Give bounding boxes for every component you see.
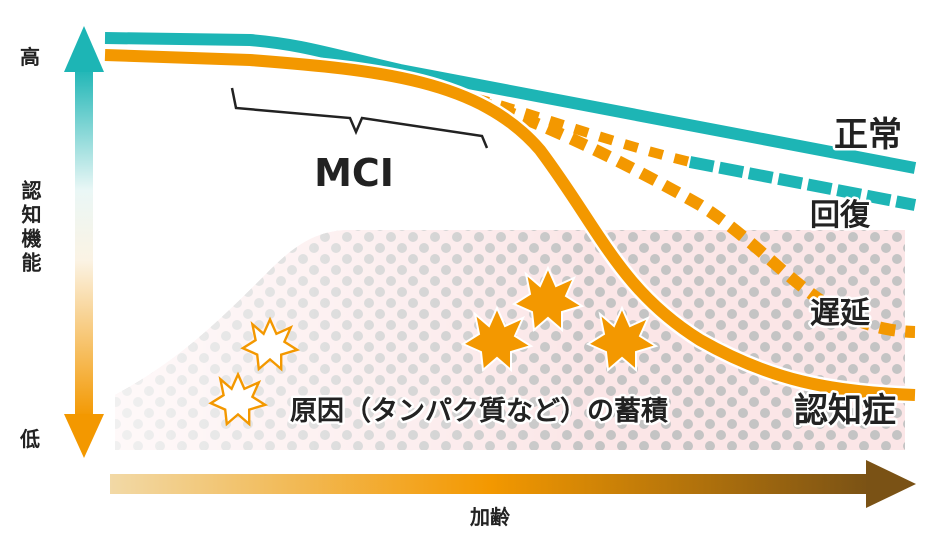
dementia-label: 認知症 — [794, 391, 896, 431]
y-high-label: 高 — [20, 45, 40, 69]
mci-label: MCI — [314, 151, 394, 195]
recovery-curve — [688, 156, 917, 211]
x-axis-title: 加齢 — [469, 505, 511, 529]
x-axis-arrow — [110, 460, 916, 508]
angry-star-icon — [460, 305, 534, 373]
recovery-label: 回復 — [810, 198, 871, 233]
accumulation-label: 原因（タンパク質など）の蓄積 — [290, 396, 668, 427]
angry-star-icon — [511, 265, 585, 333]
y-axis-title: 認知機能 — [18, 179, 42, 276]
delay-curve — [448, 86, 916, 338]
normal-label: 正常 — [834, 115, 902, 155]
outlined-star-icon — [240, 316, 301, 372]
delay-label: 遅延 — [810, 296, 871, 331]
mci-brace — [230, 87, 489, 149]
y-low-label: 低 — [19, 427, 40, 451]
y-axis-arrow — [64, 26, 104, 458]
protein-star-icons — [208, 265, 659, 427]
outlined-star-icon — [208, 371, 269, 427]
angry-star-icon — [585, 305, 659, 373]
